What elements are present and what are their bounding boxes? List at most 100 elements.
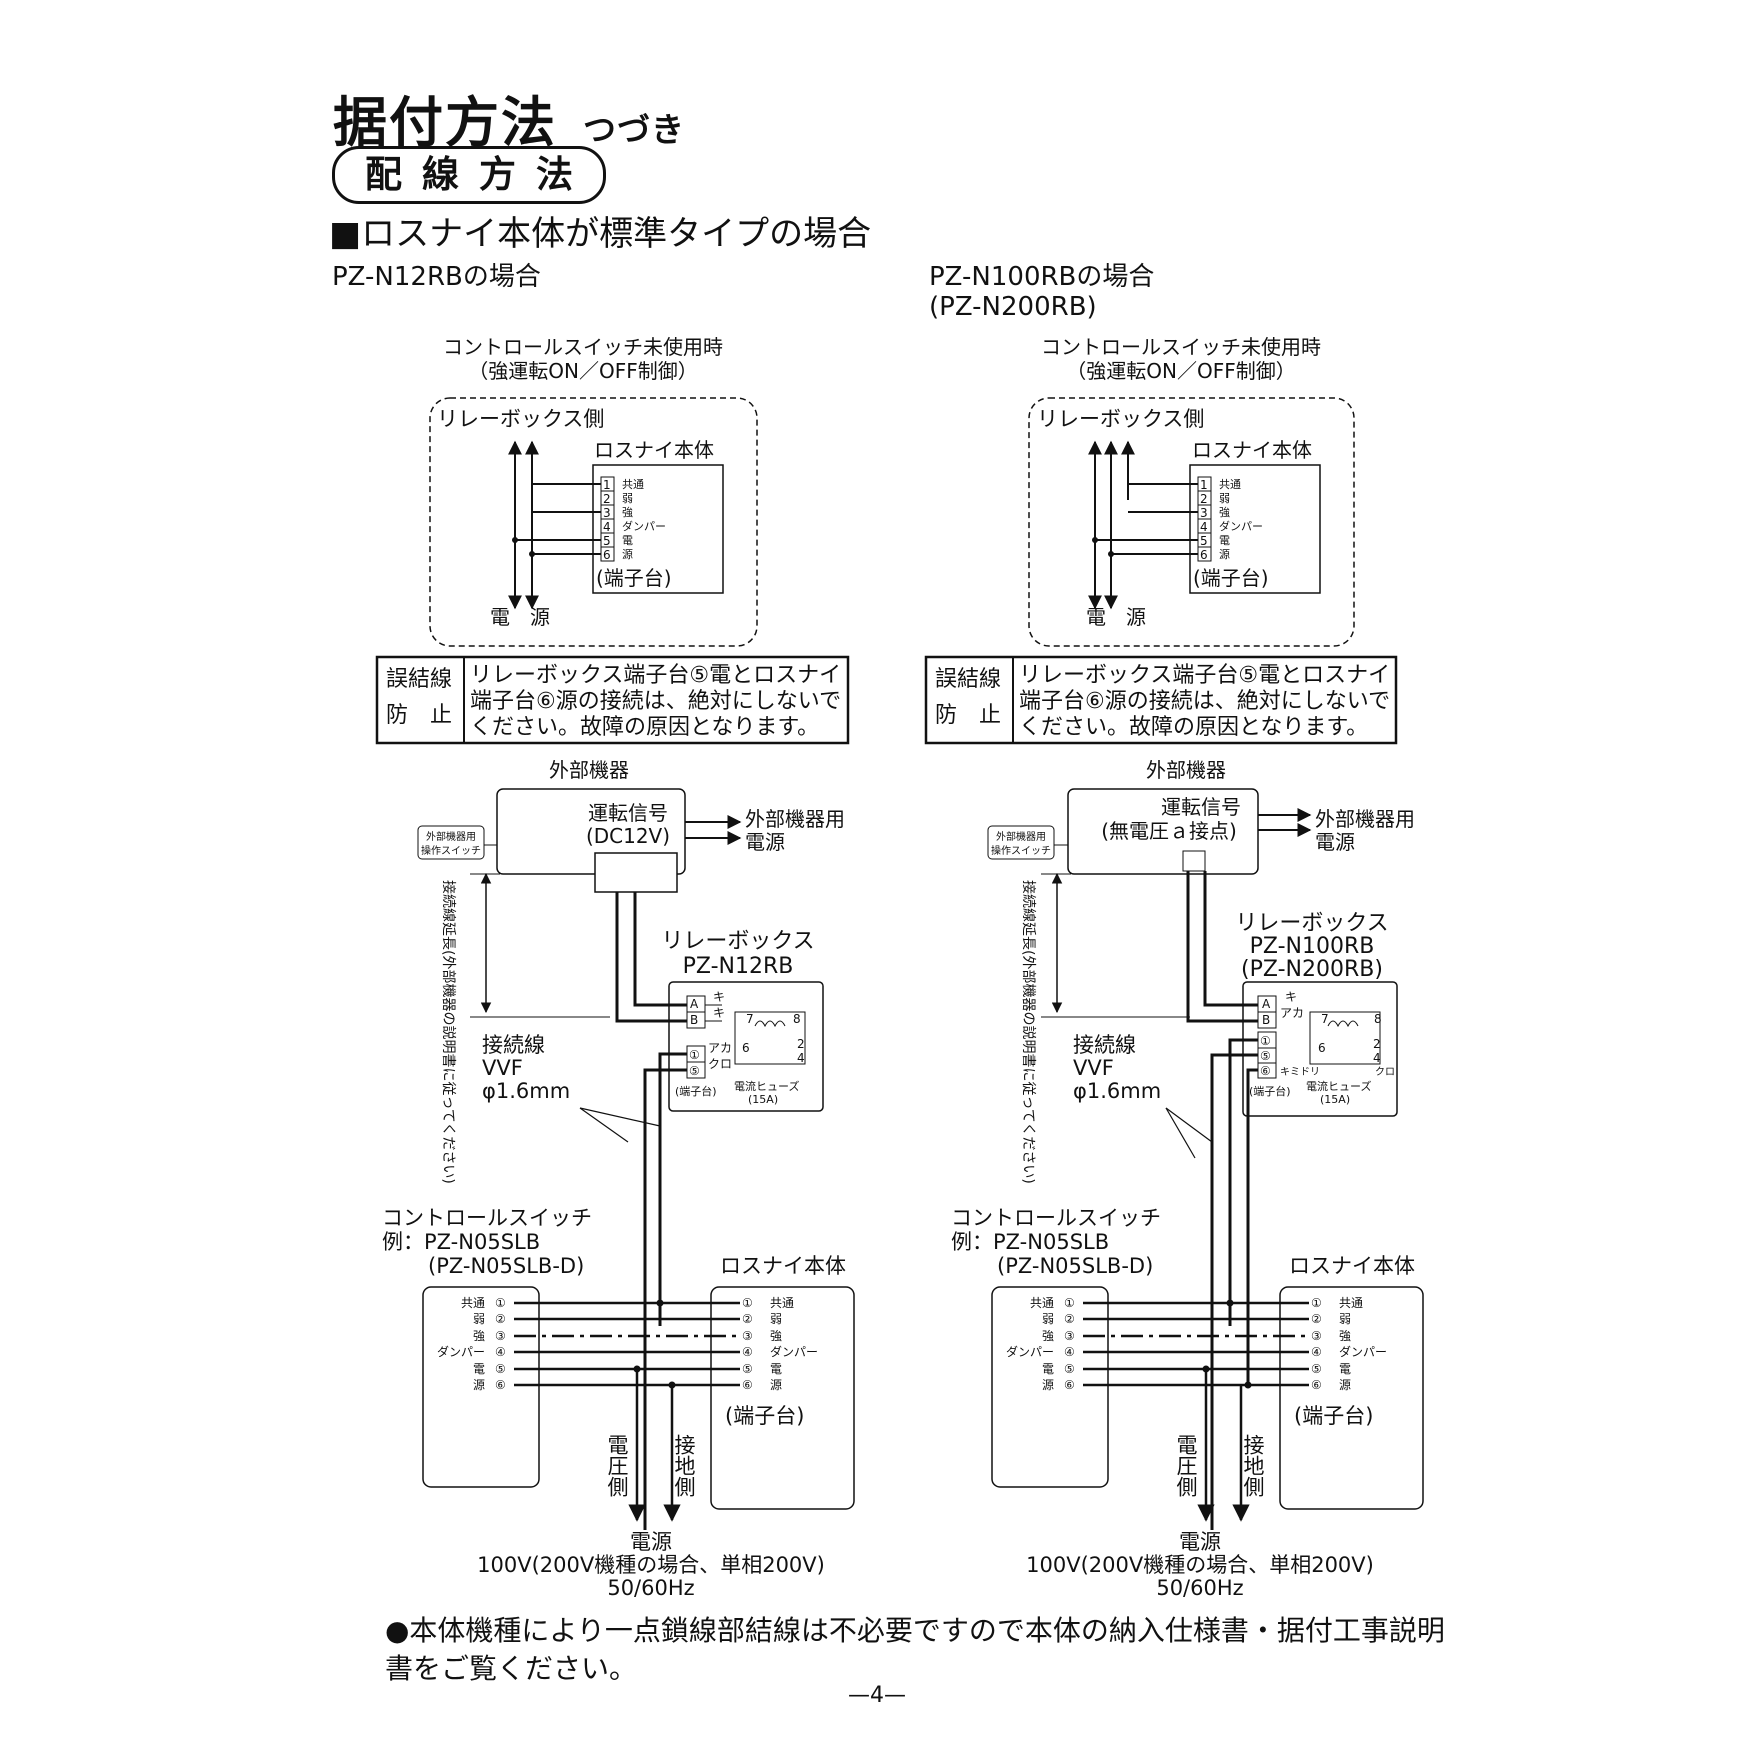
svg-text:コントロールスイッチ: コントロールスイッチ	[951, 1206, 1161, 1230]
svg-text:ロスナイ本体: ロスナイ本体	[720, 1254, 846, 1278]
svg-text:⑤: ⑤	[1311, 1362, 1322, 1376]
svg-text:ダンパー: ダンパー	[437, 1344, 485, 1359]
svg-text:3: 3	[1200, 506, 1208, 520]
svg-text:ダンパー: ダンパー	[1339, 1344, 1387, 1359]
svg-text:①: ①	[1311, 1296, 1322, 1310]
svg-text:④: ④	[495, 1345, 506, 1359]
page-title: 据付方法つづき	[333, 78, 685, 157]
svg-text:③: ③	[495, 1329, 506, 1343]
terminal-block-label: (端子台)	[596, 566, 672, 590]
footnote: ●本体機種により一点鎖線部結線は不必要ですので本体の納入仕様書・据付工事説明書を…	[385, 1614, 1445, 1685]
svg-text:（強運転ON／OFF制御）: （強運転ON／OFF制御）	[1066, 359, 1295, 383]
top-wires	[508, 440, 601, 610]
svg-text:共通: 共通	[622, 478, 644, 491]
svg-text:弱: 弱	[473, 1312, 485, 1326]
svg-text:弱: 弱	[622, 492, 633, 505]
svg-text:運転信号: 運転信号	[588, 801, 668, 825]
svg-text:100V(200V機種の場合、単相200V): 100V(200V機種の場合、単相200V)	[477, 1553, 825, 1577]
svg-text:4: 4	[1200, 520, 1208, 534]
svg-text:外部機器用: 外部機器用	[1315, 807, 1415, 831]
svg-text:弱: 弱	[1219, 492, 1230, 505]
svg-text:⑥: ⑥	[1260, 1064, 1271, 1078]
svg-text:アカ: アカ	[1280, 1006, 1304, 1020]
svg-text:①: ①	[495, 1296, 506, 1310]
svg-text:ダンパー: ダンパー	[1006, 1344, 1054, 1359]
svg-text:電圧側: 電圧側	[1174, 1434, 1198, 1497]
svg-text:①: ①	[1064, 1296, 1075, 1310]
svg-text:強: 強	[1339, 1329, 1351, 1343]
svg-text:電流ヒューズ: 電流ヒューズ	[734, 1079, 799, 1093]
svg-text:6: 6	[1200, 548, 1208, 562]
svg-text:①: ①	[689, 1048, 700, 1062]
svg-text:PZ-N100RB: PZ-N100RB	[1250, 934, 1375, 959]
svg-text:③: ③	[1311, 1329, 1322, 1343]
svg-text:強: 強	[770, 1329, 782, 1343]
svg-text:リレーボックス側: リレーボックス側	[1037, 407, 1204, 431]
svg-text:φ1.6mm: φ1.6mm	[482, 1079, 570, 1103]
title-text: 据付方法	[333, 91, 557, 154]
svg-text:外部機器用: 外部機器用	[745, 807, 845, 831]
svg-text:端子台⑥源の接続は、絶対にしないで: 端子台⑥源の接続は、絶対にしないで	[1019, 689, 1390, 714]
svg-text:B: B	[690, 1013, 698, 1027]
model-right-title: PZ-N100RBの場合(PZ-N200RB)	[929, 262, 1154, 322]
svg-text:(15A): (15A)	[748, 1093, 778, 1106]
svg-text:接地側: 接地側	[1241, 1434, 1265, 1497]
svg-text:リレーボックス: リレーボックス	[1235, 911, 1388, 936]
svg-text:4: 4	[1373, 1051, 1381, 1065]
svg-text:防 止: 防 止	[935, 703, 1001, 728]
svg-text:(端子台): (端子台)	[725, 1404, 804, 1428]
svg-text:例：PZ-N05SLB: 例：PZ-N05SLB	[382, 1230, 540, 1254]
svg-text:操作スイッチ: 操作スイッチ	[991, 844, 1051, 857]
svg-text:コントロールスイッチ未使用時: コントロールスイッチ未使用時	[1041, 335, 1321, 359]
svg-text:②: ②	[1311, 1312, 1322, 1326]
svg-text:2: 2	[1373, 1037, 1381, 1051]
svg-text:A: A	[1262, 997, 1271, 1011]
svg-text:(DC12V): (DC12V)	[586, 824, 670, 848]
svg-text:電: 電	[473, 1362, 485, 1376]
svg-text:弱: 弱	[1042, 1312, 1054, 1326]
svg-text:①: ①	[1260, 1034, 1271, 1048]
section-badge: 配線方法	[332, 146, 606, 204]
svg-text:源: 源	[1339, 1378, 1351, 1392]
svg-text:(PZ-N05SLB-D): (PZ-N05SLB-D)	[997, 1254, 1153, 1278]
svg-text:電: 電	[1339, 1362, 1351, 1376]
svg-text:VVF: VVF	[1073, 1056, 1114, 1080]
left-bottom-diagram: 外部機器 運転信号 (DC12V) 外部機器用 電源 外部機器用 操作スイッチ …	[382, 758, 855, 1600]
svg-text:(端子台): (端子台)	[1193, 566, 1269, 590]
svg-text:キ: キ	[1285, 990, 1297, 1004]
svg-text:ロスナイ本体: ロスナイ本体	[1289, 1254, 1415, 1278]
svg-text:①: ①	[742, 1296, 753, 1310]
svg-text:8: 8	[1374, 1012, 1382, 1026]
svg-text:リレーボックス: リレーボックス	[661, 929, 814, 954]
svg-text:接続線延長(外部機器の説明書に従ってください): 接続線延長(外部機器の説明書に従ってください)	[440, 880, 457, 1184]
power-label: 電 源	[490, 605, 550, 629]
svg-text:電流ヒューズ: 電流ヒューズ	[1306, 1079, 1371, 1093]
svg-text:(無電圧ａ接点): (無電圧ａ接点)	[1101, 819, 1237, 843]
svg-text:②: ②	[1064, 1312, 1075, 1326]
right-bottom-diagram: 外部機器 運転信号 (無電圧ａ接点) 外部機器用 電源 外部機器用 操作スイッチ…	[951, 758, 1424, 1600]
svg-text:⑤: ⑤	[742, 1362, 753, 1376]
svg-text:源: 源	[770, 1378, 782, 1392]
svg-text:電源: 電源	[1315, 830, 1355, 854]
svg-text:⑥: ⑥	[1064, 1378, 1075, 1392]
svg-text:クロ: クロ	[708, 1057, 732, 1071]
svg-text:1: 1	[603, 478, 611, 492]
svg-text:④: ④	[1311, 1345, 1322, 1359]
svg-text:④: ④	[742, 1345, 753, 1359]
svg-text:誤結線: 誤結線	[386, 667, 452, 692]
svg-text:共通: 共通	[1030, 1296, 1054, 1310]
external-device-box	[496, 788, 686, 875]
svg-text:源: 源	[1042, 1378, 1054, 1392]
page-number: —4—	[848, 1683, 906, 1708]
svg-text:強: 強	[1219, 506, 1230, 519]
svg-text:PZ-N12RB: PZ-N12RB	[683, 954, 794, 979]
svg-text:5: 5	[1200, 534, 1208, 548]
svg-text:源: 源	[473, 1378, 485, 1392]
svg-text:ダンパー: ダンパー	[622, 519, 666, 533]
svg-text:外部機器: 外部機器	[549, 758, 629, 782]
svg-text:50/60Hz: 50/60Hz	[1156, 1576, 1243, 1600]
svg-text:⑥: ⑥	[495, 1378, 506, 1392]
svg-text:A: A	[690, 997, 699, 1011]
svg-text:電源: 電源	[1179, 1530, 1221, 1554]
